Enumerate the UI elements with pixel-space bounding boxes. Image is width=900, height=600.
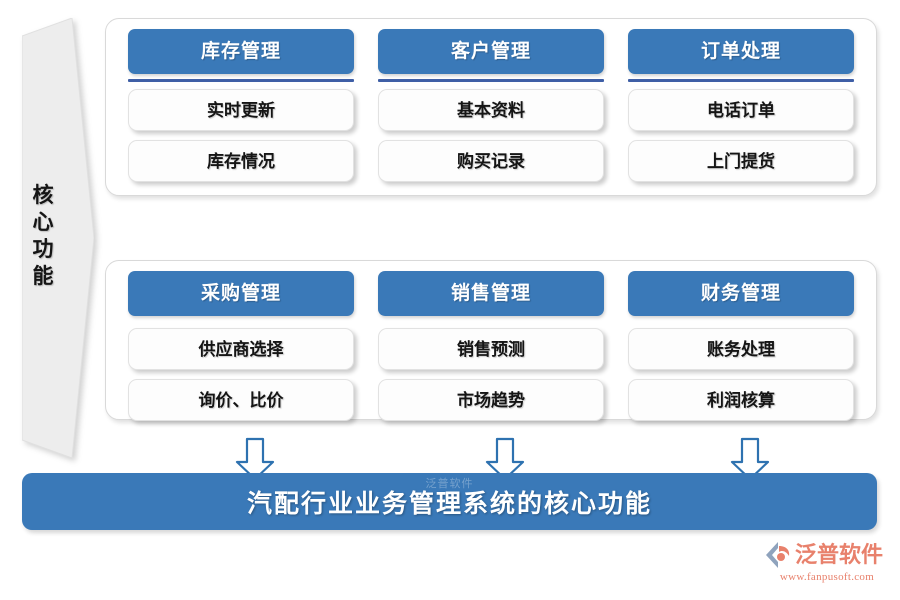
- sub-item-customer-1[interactable]: 购买记录: [378, 140, 604, 182]
- sub-item-order-1[interactable]: 上门提货: [628, 140, 854, 182]
- column-divider: [128, 79, 354, 82]
- function-column-finance[interactable]: 财务管理 账务处理 利润核算: [628, 271, 854, 421]
- column-container: 库存管理 实时更新 库存情况 客户管理 基本资料 购买记录 订单处理 电话订单 …: [106, 19, 876, 195]
- function-column-order[interactable]: 订单处理 电话订单 上门提货: [628, 29, 854, 183]
- sub-item-inventory-0[interactable]: 实时更新: [128, 89, 354, 131]
- column-header-inventory[interactable]: 库存管理: [128, 29, 354, 74]
- core-function-banner: [22, 18, 94, 458]
- sub-item-inventory-1[interactable]: 库存情况: [128, 140, 354, 182]
- function-column-customer[interactable]: 客户管理 基本资料 购买记录: [378, 29, 604, 183]
- brand-row: 泛普软件: [764, 540, 890, 570]
- arrow-down-glyph: [485, 437, 525, 481]
- column-header-order[interactable]: 订单处理: [628, 29, 854, 74]
- sub-item-finance-0[interactable]: 账务处理: [628, 328, 854, 370]
- sub-item-finance-1[interactable]: 利润核算: [628, 379, 854, 421]
- function-group-panel-top: 库存管理 实时更新 库存情况 客户管理 基本资料 购买记录 订单处理 电话订单 …: [105, 18, 877, 196]
- down-arrow-center-icon: [485, 437, 525, 481]
- function-group-panel-bottom: 采购管理 供应商选择 询价、比价 销售管理 销售预测 市场趋势 财务管理 账务处…: [105, 260, 877, 421]
- function-column-purchase[interactable]: 采购管理 供应商选择 询价、比价: [128, 271, 354, 421]
- column-header-customer[interactable]: 客户管理: [378, 29, 604, 74]
- down-arrow-left-icon: [235, 437, 275, 481]
- column-header-sales[interactable]: 销售管理: [378, 271, 604, 316]
- core-label-char-1: 心: [32, 210, 54, 234]
- chevron-shape-icon: [22, 18, 94, 458]
- sub-item-purchase-1[interactable]: 询价、比价: [128, 379, 354, 421]
- summary-banner-text: 汽配行业业务管理系统的核心功能: [246, 490, 652, 518]
- brand-name: 泛普软件: [795, 542, 884, 567]
- column-container: 采购管理 供应商选择 询价、比价 销售管理 销售预测 市场趋势 财务管理 账务处…: [106, 261, 876, 421]
- column-divider: [628, 79, 854, 82]
- brand-logo: 泛普软件 www.fanpusoft.com: [764, 540, 890, 590]
- column-header-finance[interactable]: 财务管理: [628, 271, 854, 316]
- fanpu-logo-icon: [764, 541, 792, 569]
- core-label-char-0: 核: [32, 183, 54, 207]
- banner-watermark: 泛普软件: [425, 478, 474, 490]
- core-label-char-3: 能: [32, 264, 54, 288]
- function-column-inventory[interactable]: 库存管理 实时更新 库存情况: [128, 29, 354, 183]
- core-label-char-2: 功: [32, 237, 54, 261]
- down-arrow-right-icon: [730, 437, 770, 481]
- sub-item-sales-0[interactable]: 销售预测: [378, 328, 604, 370]
- arrow-down-glyph: [730, 437, 770, 481]
- column-divider: [378, 79, 604, 82]
- brand-url: www.fanpusoft.com: [779, 571, 875, 583]
- column-header-purchase[interactable]: 采购管理: [128, 271, 354, 316]
- sub-item-customer-0[interactable]: 基本资料: [378, 89, 604, 131]
- arrow-down-glyph: [235, 437, 275, 481]
- function-column-sales[interactable]: 销售管理 销售预测 市场趋势: [378, 271, 604, 421]
- summary-banner: 泛普软件 汽配行业业务管理系统的核心功能: [22, 473, 877, 530]
- fanpu-mark-glyph: [766, 542, 790, 568]
- sub-item-purchase-0[interactable]: 供应商选择: [128, 328, 354, 370]
- sub-item-order-0[interactable]: 电话订单: [628, 89, 854, 131]
- core-function-label: 核 心 功 能: [26, 182, 60, 290]
- sub-item-sales-1[interactable]: 市场趋势: [378, 379, 604, 421]
